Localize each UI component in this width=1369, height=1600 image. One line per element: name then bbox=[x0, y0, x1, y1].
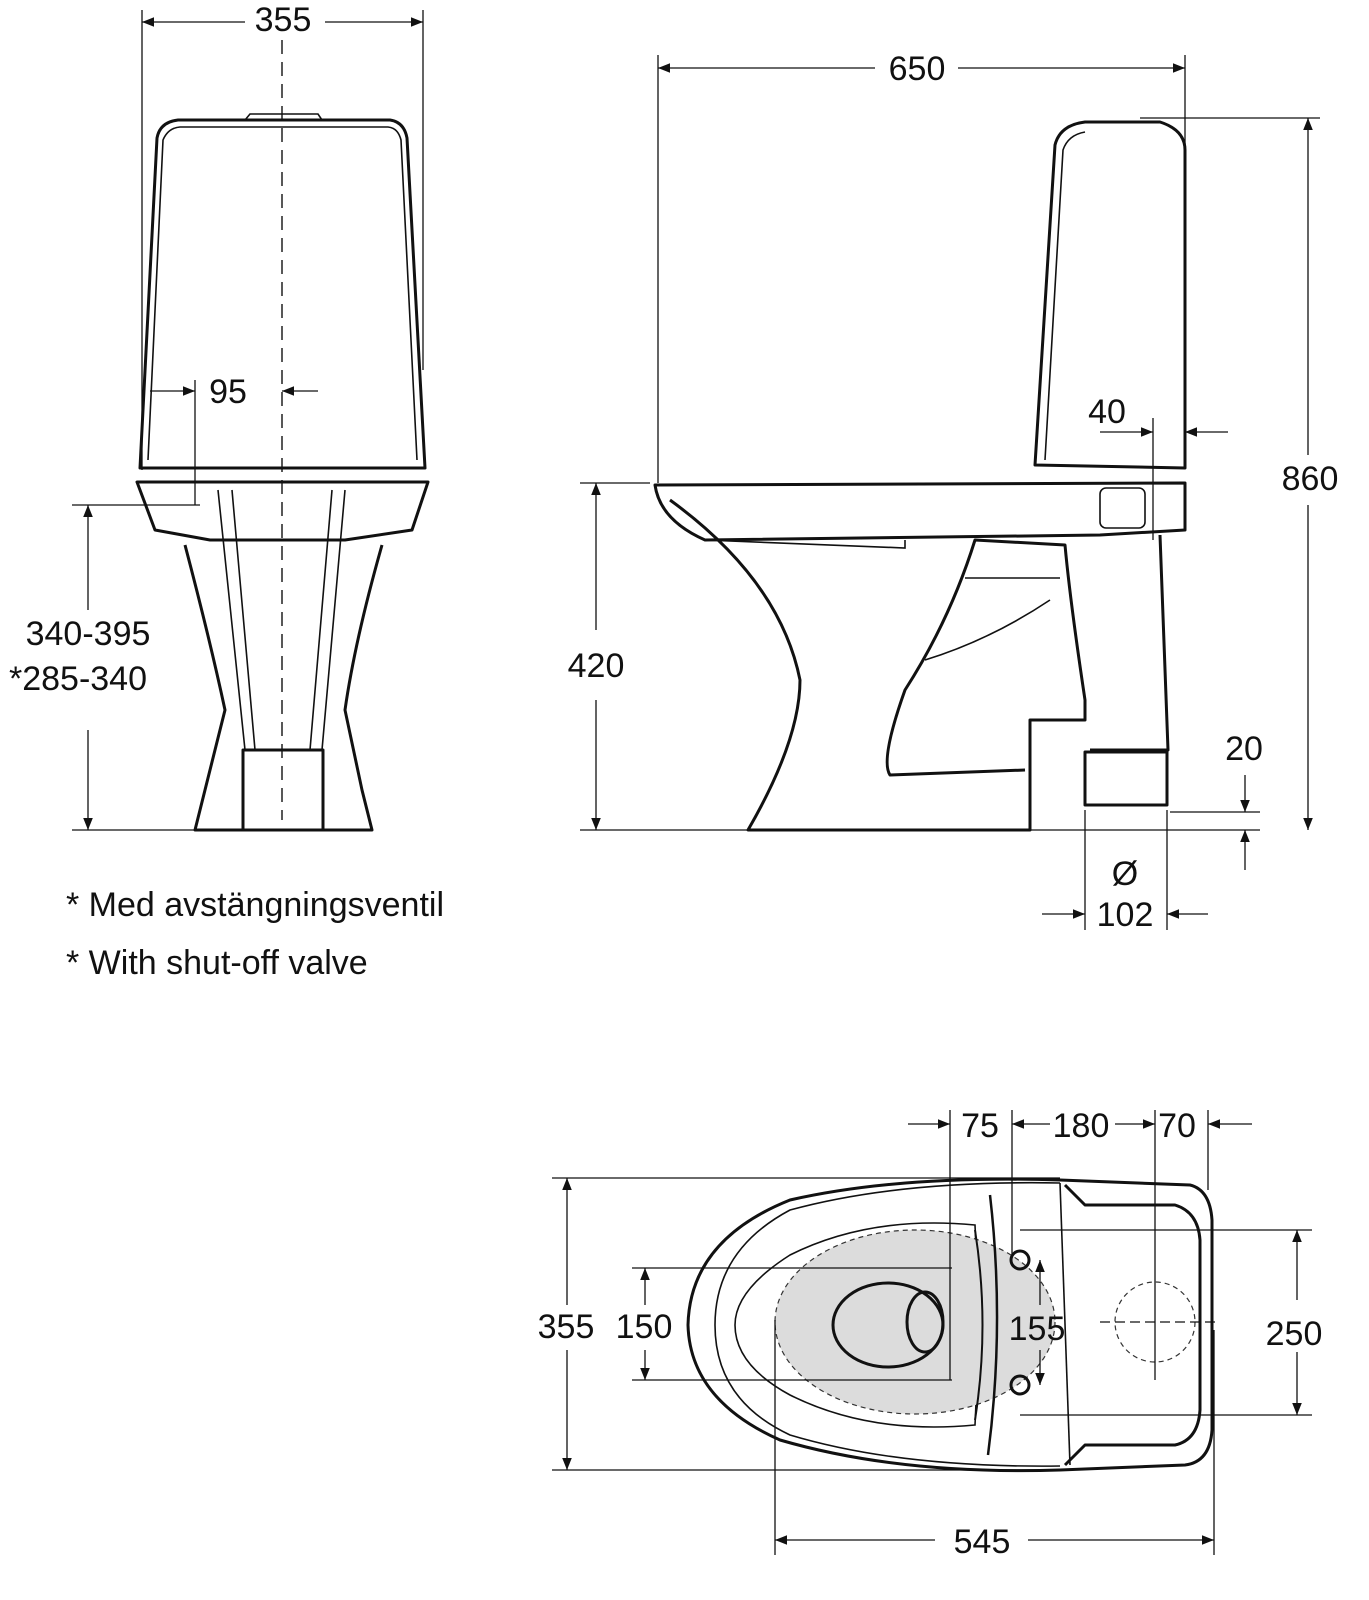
top-dim-180-label: 180 bbox=[1053, 1107, 1110, 1145]
top-view: 75 180 70 355 150 155 250 545 bbox=[538, 1107, 1323, 1561]
front-outlet bbox=[241, 748, 325, 832]
top-drain bbox=[905, 1290, 945, 1354]
note-swedish: * Med avstängningsventil bbox=[66, 886, 444, 924]
side-outlet-height-label: 20 bbox=[1225, 730, 1263, 768]
top-width-label: 355 bbox=[538, 1308, 595, 1346]
note-english: * With shut-off valve bbox=[66, 944, 368, 982]
front-bowl-rim bbox=[135, 480, 430, 542]
side-outlet-diameter-label: 102 bbox=[1097, 896, 1154, 934]
top-dim-75-label: 75 bbox=[961, 1107, 999, 1145]
side-tank-foot bbox=[1090, 534, 1170, 752]
fixing-hole-lower bbox=[1009, 1374, 1031, 1396]
top-fixing-holes-label: 155 bbox=[1009, 1310, 1066, 1348]
fixing-hole-upper bbox=[1009, 1249, 1031, 1271]
side-bowl bbox=[669, 498, 1087, 832]
side-depth-label: 650 bbox=[889, 50, 946, 88]
front-view: 355 95 340-395 *285-340 bbox=[9, 1, 430, 832]
top-dim-70-label: 70 bbox=[1158, 1107, 1196, 1145]
front-outlet-offset-label: 95 bbox=[209, 373, 247, 411]
side-seat-height-label: 420 bbox=[568, 647, 625, 685]
front-inlet-height-label: 340-395 bbox=[26, 615, 151, 653]
side-diameter-symbol: Ø bbox=[1112, 855, 1138, 893]
front-inlet-height-valve-label: *285-340 bbox=[9, 660, 147, 698]
front-tank bbox=[138, 118, 427, 470]
side-total-height-label: 860 bbox=[1282, 460, 1339, 498]
top-seat-area bbox=[774, 1229, 1056, 1415]
top-tank bbox=[1063, 1183, 1202, 1467]
front-pedestal bbox=[183, 544, 384, 832]
top-seat-bolts-label: 150 bbox=[616, 1308, 673, 1346]
top-outline bbox=[686, 1177, 1214, 1473]
side-outlet bbox=[1083, 750, 1169, 807]
side-seat bbox=[653, 481, 1187, 542]
top-length-label: 545 bbox=[954, 1523, 1011, 1561]
top-tank-width-label: 250 bbox=[1266, 1315, 1323, 1353]
side-view: 650 40 860 420 20 Ø 102 bbox=[568, 50, 1339, 934]
side-inlet-offset-label: 40 bbox=[1088, 393, 1126, 431]
front-width-label: 355 bbox=[255, 1, 312, 39]
